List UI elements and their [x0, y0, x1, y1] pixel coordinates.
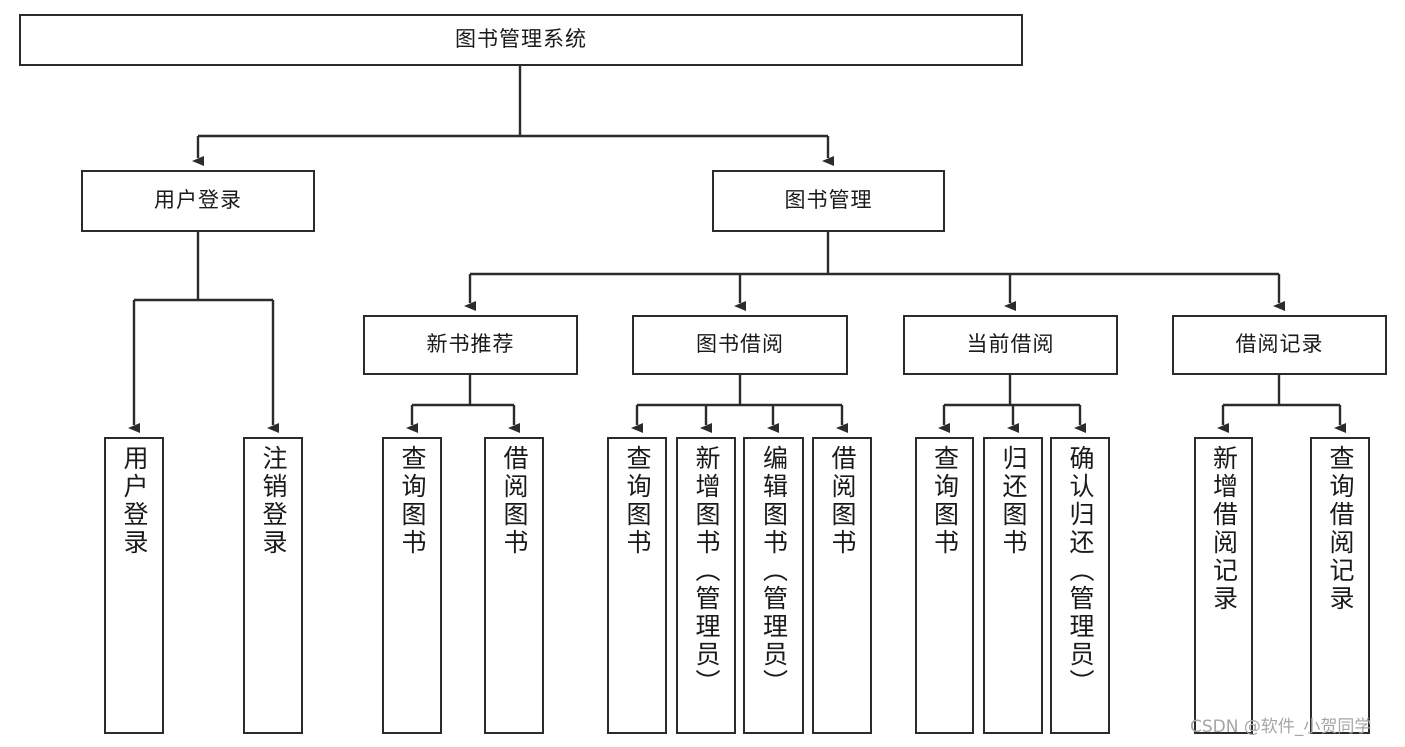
leaf-book-borrow-borrow-book[interactable]: 借阅图书 [812, 437, 872, 734]
node-label: 图书借阅 [696, 332, 784, 357]
leaf-user-login-login[interactable]: 用户登录 [104, 437, 164, 734]
node-label: 借阅记录 [1235, 332, 1324, 357]
node-label: 确认归还（管理员） [1066, 445, 1095, 697]
leaf-new-book-borrow-book[interactable]: 借阅图书 [484, 437, 544, 734]
leaf-new-book-query-book[interactable]: 查询图书 [382, 437, 442, 734]
node-label: 借阅图书 [828, 445, 857, 557]
node-label: 查询图书 [398, 445, 427, 557]
node-label: 查询图书 [623, 445, 652, 557]
leaf-book-borrow-edit-book-admin[interactable]: 编辑图书（管理员） [743, 437, 804, 734]
node-label: 查询借阅记录 [1326, 445, 1355, 613]
node-book-borrow[interactable]: 图书借阅 [632, 315, 848, 375]
node-label: 当前借阅 [966, 332, 1055, 357]
node-label: 新增借阅记录 [1209, 445, 1239, 613]
node-label: 注销登录 [259, 445, 288, 557]
leaf-book-borrow-add-book-admin[interactable]: 新增图书（管理员） [676, 437, 736, 734]
node-label: 归还图书 [999, 445, 1028, 557]
node-label: 用户登录 [154, 188, 242, 213]
node-borrow-record[interactable]: 借阅记录 [1172, 315, 1387, 375]
node-label: 借阅图书 [500, 445, 529, 557]
node-label: 新增图书（管理员） [692, 445, 721, 697]
leaf-borrow-record-add-record[interactable]: 新增借阅记录 [1194, 437, 1253, 734]
leaf-current-borrow-return-book[interactable]: 归还图书 [983, 437, 1043, 734]
leaf-book-borrow-query-book[interactable]: 查询图书 [607, 437, 667, 734]
node-label: 新书推荐 [426, 332, 515, 357]
leaf-current-borrow-confirm-return-admin[interactable]: 确认归还（管理员） [1050, 437, 1110, 734]
node-label: 图书管理 [784, 188, 873, 213]
leaf-user-login-logout[interactable]: 注销登录 [243, 437, 303, 734]
leaf-current-borrow-query-book[interactable]: 查询图书 [915, 437, 974, 734]
node-root-book-management-system[interactable]: 图书管理系统 [19, 14, 1023, 66]
node-label: 图书管理系统 [455, 27, 587, 52]
node-label: 查询图书 [930, 445, 960, 557]
node-new-book-recommend[interactable]: 新书推荐 [363, 315, 578, 375]
node-current-borrow[interactable]: 当前借阅 [903, 315, 1118, 375]
node-label: 编辑图书（管理员） [759, 445, 789, 697]
node-book-management[interactable]: 图书管理 [712, 170, 945, 232]
node-label: 用户登录 [120, 445, 149, 557]
leaf-borrow-record-query-record[interactable]: 查询借阅记录 [1310, 437, 1370, 734]
node-user-login[interactable]: 用户登录 [81, 170, 315, 232]
